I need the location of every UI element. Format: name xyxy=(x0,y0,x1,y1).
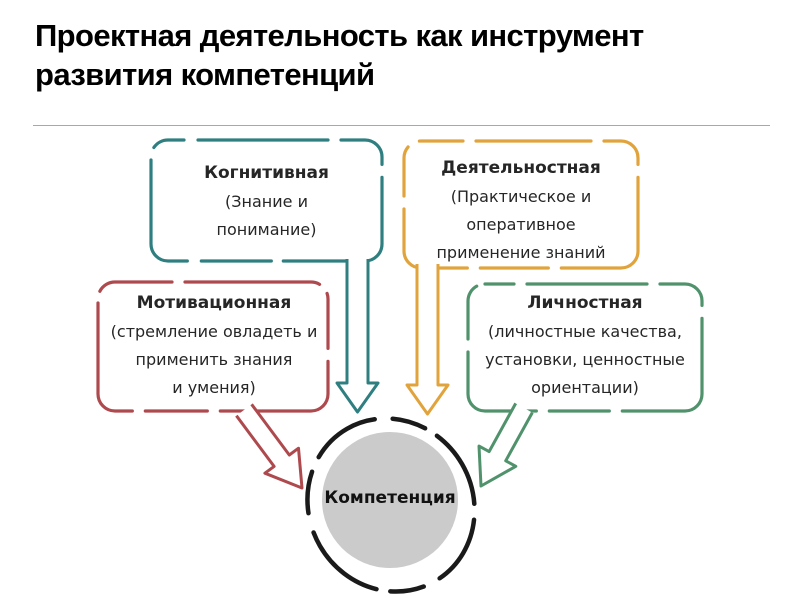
competence-circle xyxy=(322,432,458,568)
activity-box-outline xyxy=(402,139,640,270)
title-divider xyxy=(33,125,770,126)
cognitive-box-title: Когнитивная xyxy=(204,163,329,183)
personal-arrow xyxy=(477,402,534,488)
personal-box-outline xyxy=(466,282,704,413)
competence-label: Компетенция xyxy=(324,488,456,508)
motivational-arrow xyxy=(235,403,304,490)
motivational-box-title: Мотивационная xyxy=(136,293,292,313)
personal-box-body: (личностные качества, установки, ценност… xyxy=(485,322,685,397)
activity-box-title: Деятельностная xyxy=(441,158,601,178)
activity-arrow xyxy=(405,264,450,416)
cognitive-box: Когнитивная (Знание и понимание) xyxy=(151,158,382,244)
cognitive-box-outline xyxy=(149,138,384,263)
cognitive-arrow xyxy=(335,259,380,414)
motivational-box-body: (стремление овладеть и применить знания … xyxy=(110,322,318,397)
motivational-box: Мотивационная (стремление овладеть и при… xyxy=(94,288,334,402)
slide-title: Проектная деятельность как инструмент ра… xyxy=(35,18,644,92)
competence-circle-outline xyxy=(305,416,477,594)
motivational-box-outline xyxy=(96,280,330,413)
personal-box: Личностная (личностные качества, установ… xyxy=(468,288,702,402)
activity-box: Деятельностная (Практическое и оперативн… xyxy=(404,153,638,267)
personal-box-title: Личностная xyxy=(527,293,643,313)
cognitive-box-body: (Знание и понимание) xyxy=(216,192,317,239)
activity-box-body: (Практическое и оперативное применение з… xyxy=(436,187,606,262)
